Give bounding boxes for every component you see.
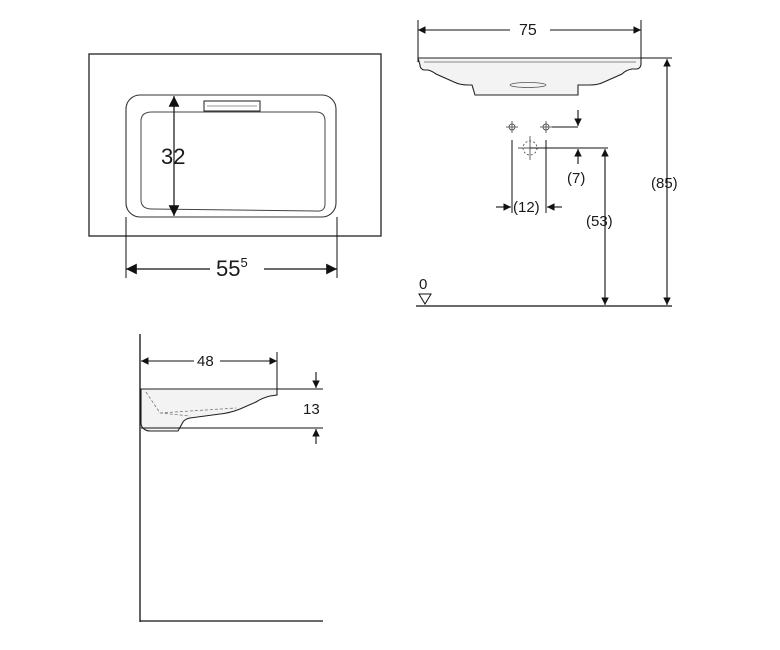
basin-side-profile: [140, 388, 278, 432]
floor-marker-icon: [418, 293, 432, 305]
top-depth-label: 32: [161, 144, 185, 169]
side-view: 48 13: [139, 334, 323, 622]
basin-outline: [88, 53, 382, 237]
tap-hole-symbols: [506, 121, 552, 133]
front-width-label: 75: [519, 22, 537, 39]
front-drain-offset-x-label: (12): [513, 199, 540, 216]
side-thickness-label: 13: [303, 401, 320, 418]
top-width-label: 555: [216, 255, 248, 281]
top-view: 32 555: [88, 53, 382, 281]
floor-label: 0: [419, 276, 427, 293]
front-total-height-label: (85): [651, 175, 678, 192]
front-drain-offset-y-label: (7): [567, 170, 585, 187]
basin-profile: [417, 57, 642, 96]
bowl-outer: [125, 94, 337, 218]
front-view: 75 (7) (12) (53) (85): [416, 20, 678, 307]
front-drain-height-label: (53): [586, 213, 613, 230]
bowl-inner: [140, 111, 326, 212]
side-depth-label: 48: [197, 353, 214, 370]
top-width-superscript: 5: [240, 255, 247, 270]
